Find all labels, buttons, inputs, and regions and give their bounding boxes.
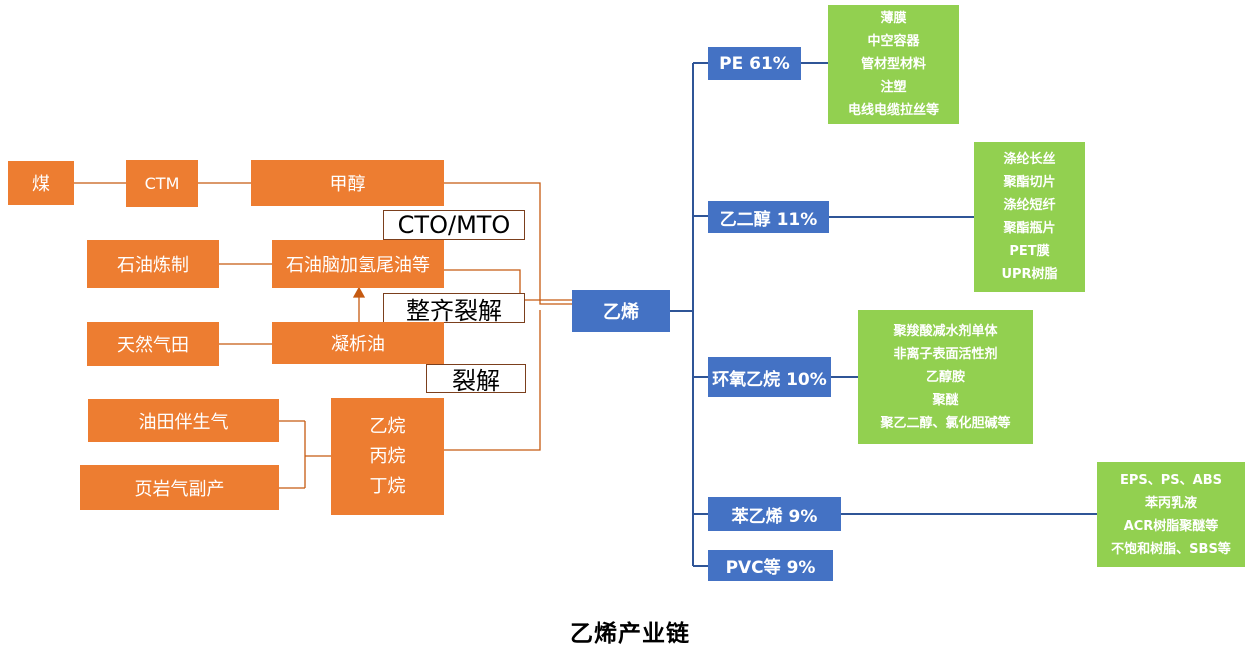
use-item: 涤纶短纤: [1003, 198, 1056, 213]
alkane-butane: 丁烷: [369, 475, 406, 497]
source-condensate: 凝析油: [272, 322, 444, 364]
use-item: UPR树脂: [1001, 267, 1058, 282]
alkane-propane: 丙烷: [369, 445, 406, 467]
uses-ethylene-oxide: 聚羧酸减水剂单体 非离子表面活性剂 乙醇胺 聚醚 聚乙二醇、氯化胆碱等: [858, 310, 1033, 444]
source-gasfield: 天然气田: [87, 322, 219, 366]
center-ethylene: 乙烯: [572, 290, 670, 332]
product-pvc: PVC等 9%: [708, 550, 833, 581]
source-refining: 石油炼制: [87, 240, 219, 288]
source-associated-gas: 油田伴生气: [88, 399, 279, 442]
process-cracking: 裂解: [426, 364, 526, 395]
process-cto-mto: CTO/MTO: [383, 210, 525, 240]
diagram-title: 乙烯产业链: [570, 621, 690, 647]
use-item: 聚酯切片: [1003, 175, 1056, 190]
source-shale-gas: 页岩气副产: [80, 465, 279, 510]
use-item: ACR树脂聚醚等: [1123, 518, 1219, 534]
product-styrene: 苯乙烯 9%: [708, 497, 841, 531]
use-item: 聚酯瓶片: [1003, 221, 1056, 236]
product-ethylene-oxide: 环氧乙烷 10%: [708, 357, 831, 397]
source-alkanes: 乙烷 丙烷 丁烷: [331, 398, 444, 515]
use-item: 聚羧酸减水剂单体: [893, 323, 998, 339]
product-ethylene-glycol: 乙二醇 11%: [708, 201, 829, 233]
use-item: 苯丙乳液: [1144, 495, 1197, 511]
use-item: PET膜: [1009, 244, 1050, 259]
use-item: EPS、PS、ABS: [1120, 472, 1222, 488]
uses-styrene: EPS、PS、ABS 苯丙乳液 ACR树脂聚醚等 不饱和树脂、SBS等: [1097, 462, 1245, 567]
source-coal: 煤: [8, 161, 74, 205]
use-item: 薄膜: [880, 11, 907, 26]
source-naphtha: 石油脑加氢尾油等: [272, 240, 444, 288]
use-item: 不饱和树脂、SBS等: [1111, 541, 1231, 557]
use-item: 聚醚: [932, 392, 959, 408]
process-steam-cracking: 整齐裂解: [383, 293, 525, 325]
right-connectors: [670, 62, 1097, 567]
uses-pe: 薄膜 中空容器 管材型材料 注塑 电线电缆拉丝等: [828, 5, 959, 124]
left-connectors: [74, 182, 572, 489]
use-item: 注塑: [880, 80, 907, 95]
process-ctm: CTM: [126, 160, 198, 207]
use-item: 中空容器: [867, 34, 920, 49]
use-item: 电线电缆拉丝等: [847, 103, 939, 118]
source-methanol: 甲醇: [251, 160, 444, 206]
use-item: 聚乙二醇、氯化胆碱等: [880, 415, 1011, 431]
use-item: 非离子表面活性剂: [893, 346, 998, 362]
uses-ethylene-glycol: 涤纶长丝 聚酯切片 涤纶短纤 聚酯瓶片 PET膜 UPR树脂: [974, 142, 1085, 292]
use-item: 乙醇胺: [925, 369, 965, 385]
use-item: 管材型材料: [860, 57, 926, 72]
product-pe: PE 61%: [708, 47, 801, 80]
use-item: 涤纶长丝: [1003, 152, 1056, 167]
alkane-ethane: 乙烷: [369, 415, 406, 437]
